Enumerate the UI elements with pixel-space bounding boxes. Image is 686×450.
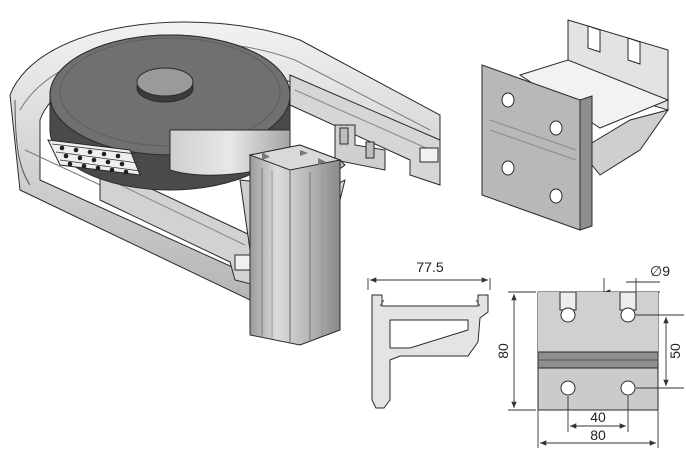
front-slot-right [619, 291, 637, 311]
hub-cap [136, 67, 194, 97]
bracket-isometric-view [481, 19, 670, 231]
dim-label-total-height: 80 [495, 343, 511, 359]
dim-label-slot-spacing: 50 [667, 343, 683, 359]
profile-cross-section [371, 294, 489, 409]
dim-label-profile-width: 77.5 [416, 259, 443, 275]
bracket-gusset [579, 109, 670, 176]
vertical-column-profile [248, 144, 342, 346]
bracket-slot-2 [627, 37, 641, 65]
profile-section-view: 77.5 [367, 259, 491, 409]
bracket-front-view: ∅9 80 50 40 80 [495, 263, 684, 448]
conveyor-assembly [9, 21, 441, 346]
front-hole-top-left [560, 307, 576, 323]
dim-label-total-width: 80 [590, 427, 606, 443]
front-slot-left [559, 291, 577, 311]
dim-label-hole-spacing: 40 [590, 409, 606, 425]
front-hole-top-right [620, 307, 636, 323]
bracket-slot-1 [587, 25, 601, 53]
bracket-mounting-holes [501, 92, 563, 204]
front-hole-bottom-left [560, 380, 576, 396]
conveyor-chain [47, 139, 141, 176]
side-rail-front [99, 164, 256, 286]
front-hole-bottom-right [620, 380, 636, 396]
dim-label-hole-diameter: ∅9 [650, 263, 670, 279]
